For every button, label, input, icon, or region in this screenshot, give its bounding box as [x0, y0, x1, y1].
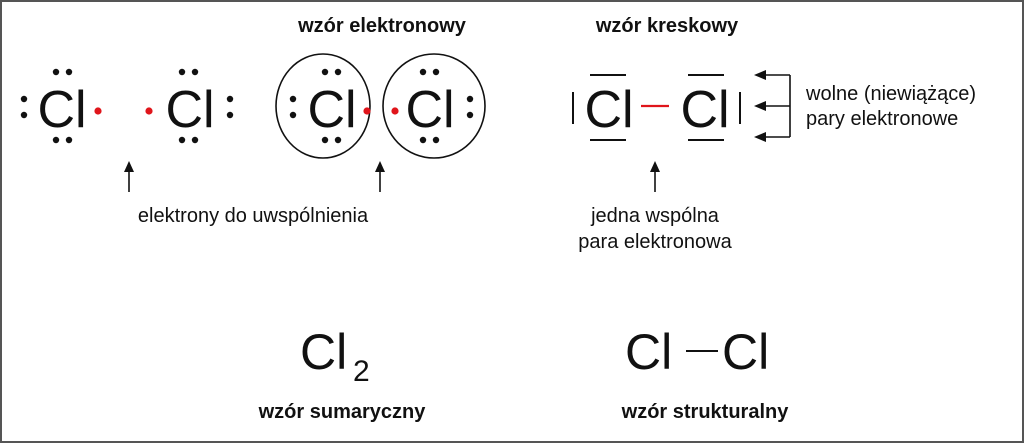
- lone-pairs-bracket: [754, 70, 791, 142]
- unpaired-electron-right: [145, 107, 153, 115]
- electrons-arrows: [124, 161, 385, 192]
- lone-pair-bars: [572, 74, 741, 141]
- summary-formula-symbol: Cl: [300, 324, 347, 380]
- bonded-lone-pairs: [289, 68, 474, 144]
- line-atom-symbol-right: Cl: [680, 81, 729, 139]
- shared-pair-arrow: [650, 161, 660, 192]
- lone-pairs-label-line2: pary elektronowe: [806, 108, 958, 130]
- atom-symbol-left: Cl: [37, 81, 86, 139]
- lone-pairs-label-line1: wolne (niewiążące): [805, 83, 976, 105]
- shared-pair-label-line1: jedna wspólna: [590, 205, 720, 227]
- bonded-atom-symbol-left: Cl: [307, 81, 356, 139]
- atom-symbol-right: Cl: [165, 81, 214, 139]
- lone-pair-dots-right: [178, 68, 234, 144]
- separate-atom-right: Cl: [145, 68, 234, 144]
- line-formula: Cl Cl: [572, 74, 741, 141]
- electron-formula-heading: wzór elektronowy: [297, 15, 467, 37]
- electrons-to-share-label: elektrony do uwspólnienia: [138, 205, 369, 227]
- lone-pair-dots-left: [20, 68, 73, 144]
- line-formula-heading: wzór kreskowy: [595, 15, 739, 37]
- shared-pair-label-line2: para elektronowa: [578, 231, 732, 253]
- structural-atom-left: Cl: [625, 324, 672, 380]
- structural-atom-right: Cl: [722, 324, 769, 380]
- separate-atom-left: Cl: [20, 68, 102, 144]
- shared-electron-1: [363, 107, 371, 115]
- electron-shell-left: [275, 53, 371, 159]
- structural-formula: Cl Cl: [625, 324, 769, 380]
- line-atom-symbol-left: Cl: [584, 81, 633, 139]
- summary-formula-caption: wzór sumaryczny: [258, 401, 427, 423]
- structural-formula-caption: wzór strukturalny: [621, 401, 790, 423]
- electron-shell-right: [382, 53, 486, 159]
- shared-electron-2: [391, 107, 399, 115]
- unpaired-electron-left: [94, 107, 102, 115]
- summary-formula: Cl 2: [300, 324, 370, 388]
- bonded-atom-symbol-right: Cl: [405, 81, 454, 139]
- summary-formula-subscript: 2: [353, 355, 370, 388]
- electron-formula: Cl Cl: [275, 53, 486, 159]
